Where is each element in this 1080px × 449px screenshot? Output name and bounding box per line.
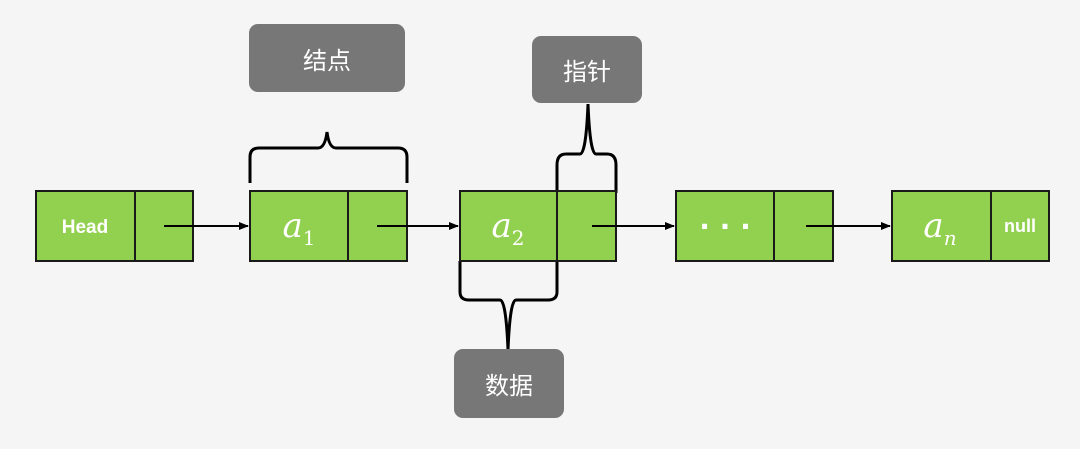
null-label: null [1004, 216, 1036, 236]
data-cell [249, 190, 349, 262]
data-subscript: 1 [303, 226, 316, 250]
data-cell [891, 190, 992, 262]
data-base: a [923, 206, 943, 246]
head-label: Head [62, 217, 108, 238]
list-node-an: an null [891, 190, 1050, 262]
data-brace [458, 261, 559, 351]
data-base: a [282, 206, 302, 246]
list-node-a2: a2 [459, 190, 617, 262]
node-data-label: a1 [282, 206, 315, 250]
pointer-cell [773, 190, 834, 262]
node-brace [248, 131, 409, 183]
pointer-brace [555, 103, 618, 193]
data-subscript: 2 [512, 226, 525, 250]
pointer-callout: 指针 [532, 36, 642, 103]
data-base: a [491, 206, 511, 246]
data-subscript: n [944, 226, 957, 250]
data-callout: 数据 [454, 349, 564, 418]
pointer-cell [990, 190, 1050, 262]
data-cell [35, 190, 136, 262]
list-node-ellipsis: · · · [675, 190, 834, 262]
ellipsis-label: · · · [699, 210, 750, 243]
node-data-label: an [923, 206, 956, 250]
node-data-label: a2 [491, 206, 524, 250]
node-callout: 结点 [249, 24, 405, 92]
